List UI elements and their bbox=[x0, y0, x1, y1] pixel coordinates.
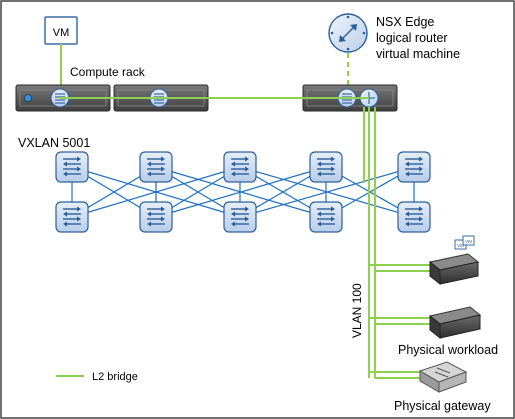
physical-workload-server-icon bbox=[428, 306, 482, 340]
vxlan-label: VXLAN 5001 bbox=[18, 136, 90, 150]
vxlan-switch bbox=[139, 151, 173, 183]
legend-l2-bridge-label: L2 bridge bbox=[92, 371, 138, 383]
vxlan-switch bbox=[55, 201, 89, 233]
legend: L2 bridge bbox=[56, 371, 138, 383]
vm-label: VM bbox=[53, 27, 70, 39]
vlan-trunk-lines bbox=[368, 107, 430, 379]
vm-host-server-icon: VM VM bbox=[428, 235, 480, 286]
vxlan-switch bbox=[397, 151, 431, 183]
vm-box: VM bbox=[44, 16, 78, 45]
nsx-edge-subtitle-2: virtual machine bbox=[376, 47, 460, 61]
compute-rack-label: Compute rack bbox=[70, 65, 146, 79]
mini-vm-label-1: VM bbox=[457, 243, 464, 248]
physical-gateway-icon bbox=[418, 361, 468, 393]
nsx-edge-title: NSX Edge bbox=[376, 15, 434, 29]
vxlan-switch bbox=[223, 151, 257, 183]
mini-vm-label-2: VM bbox=[465, 239, 472, 244]
vxlan-switch bbox=[309, 201, 343, 233]
vxlan-switch bbox=[309, 151, 343, 183]
vlan-label: VLAN 100 bbox=[350, 283, 364, 338]
vxlan-switch bbox=[223, 201, 257, 233]
vxlan-switch bbox=[139, 201, 173, 233]
vxlan-switch bbox=[397, 201, 431, 233]
vxlan-switch bbox=[55, 151, 89, 183]
physical-gateway-label: Physical gateway bbox=[394, 399, 491, 413]
physical-workload-label: Physical workload bbox=[398, 343, 498, 357]
nsx-edge-subtitle-1: logical router bbox=[376, 31, 448, 45]
nsx-edge-router-icon bbox=[328, 13, 368, 53]
